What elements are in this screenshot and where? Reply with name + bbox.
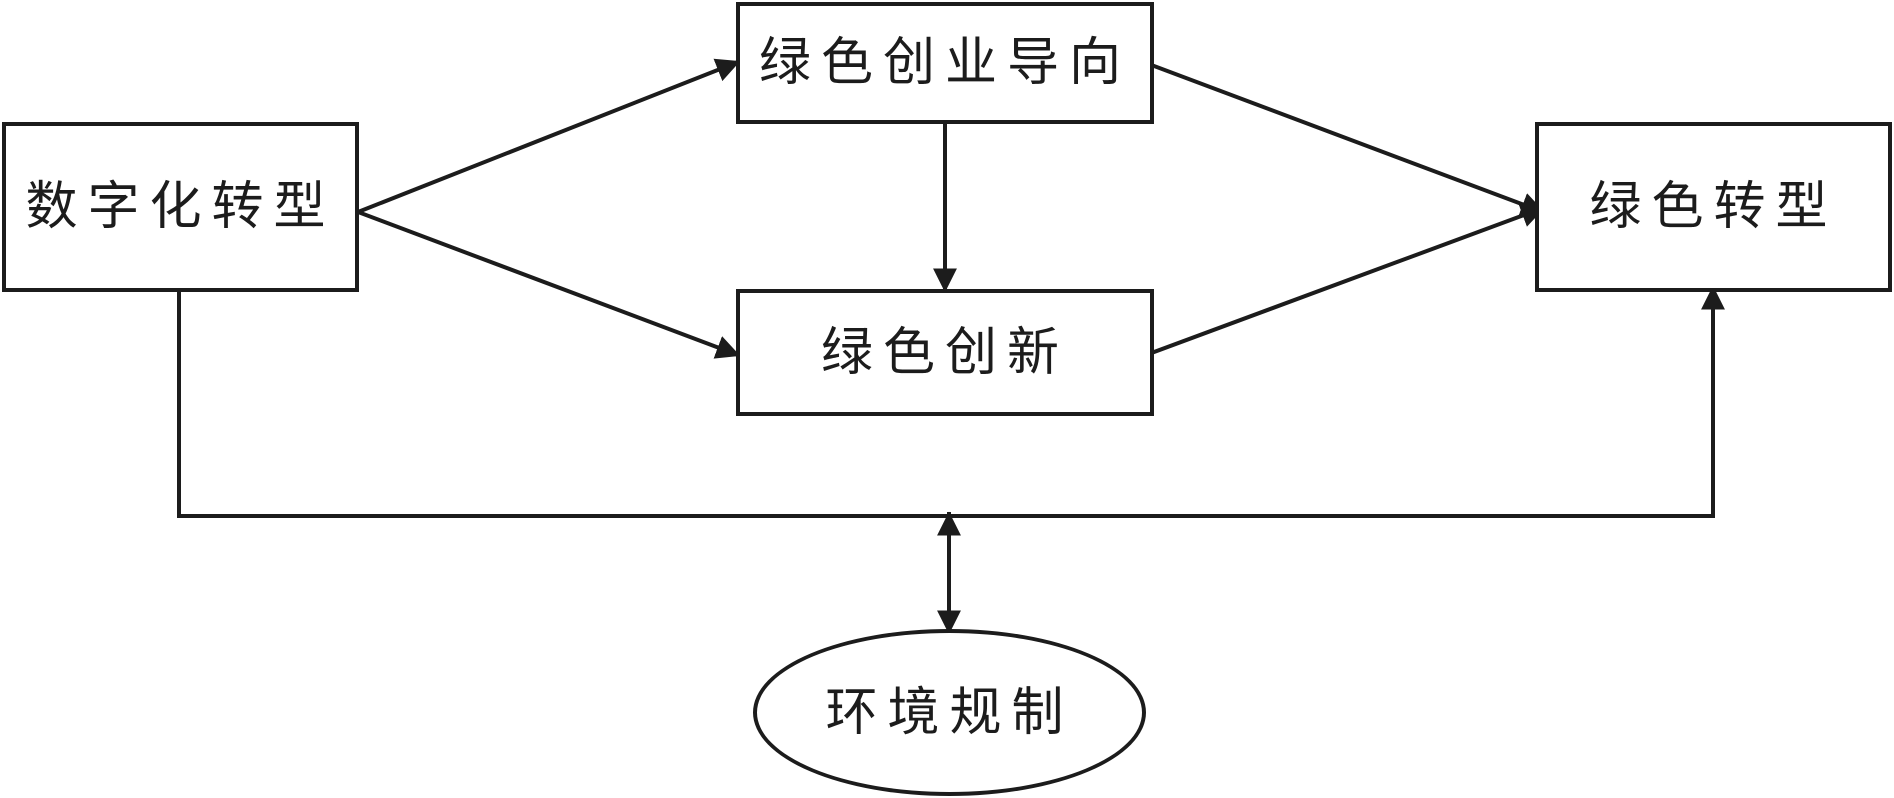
node-environmental-regulation: 环境规制 <box>753 629 1146 796</box>
node-environmental-regulation-label: 环境规制 <box>825 682 1074 743</box>
edge-innovation-to-green-transformation <box>1151 204 1546 355</box>
node-green-innovation: 绿色创新 <box>736 289 1154 416</box>
node-green-entrepreneurship-label: 绿色创业导向 <box>758 33 1131 93</box>
edge-digital-to-innovation <box>355 209 741 359</box>
node-green-transformation: 绿色转型 <box>1535 122 1892 292</box>
edge-digital-to-entrepreneurship <box>355 58 741 215</box>
node-green-entrepreneurship: 绿色创业导向 <box>736 2 1154 124</box>
edge-entrepreneurship-to-green-transformation <box>1151 63 1546 216</box>
node-green-innovation-label: 绿色创新 <box>820 322 1069 383</box>
node-digital-transformation: 数字化转型 <box>2 122 359 292</box>
node-digital-transformation-label: 数字化转型 <box>25 177 336 237</box>
node-green-transformation-label: 绿色转型 <box>1589 177 1838 237</box>
